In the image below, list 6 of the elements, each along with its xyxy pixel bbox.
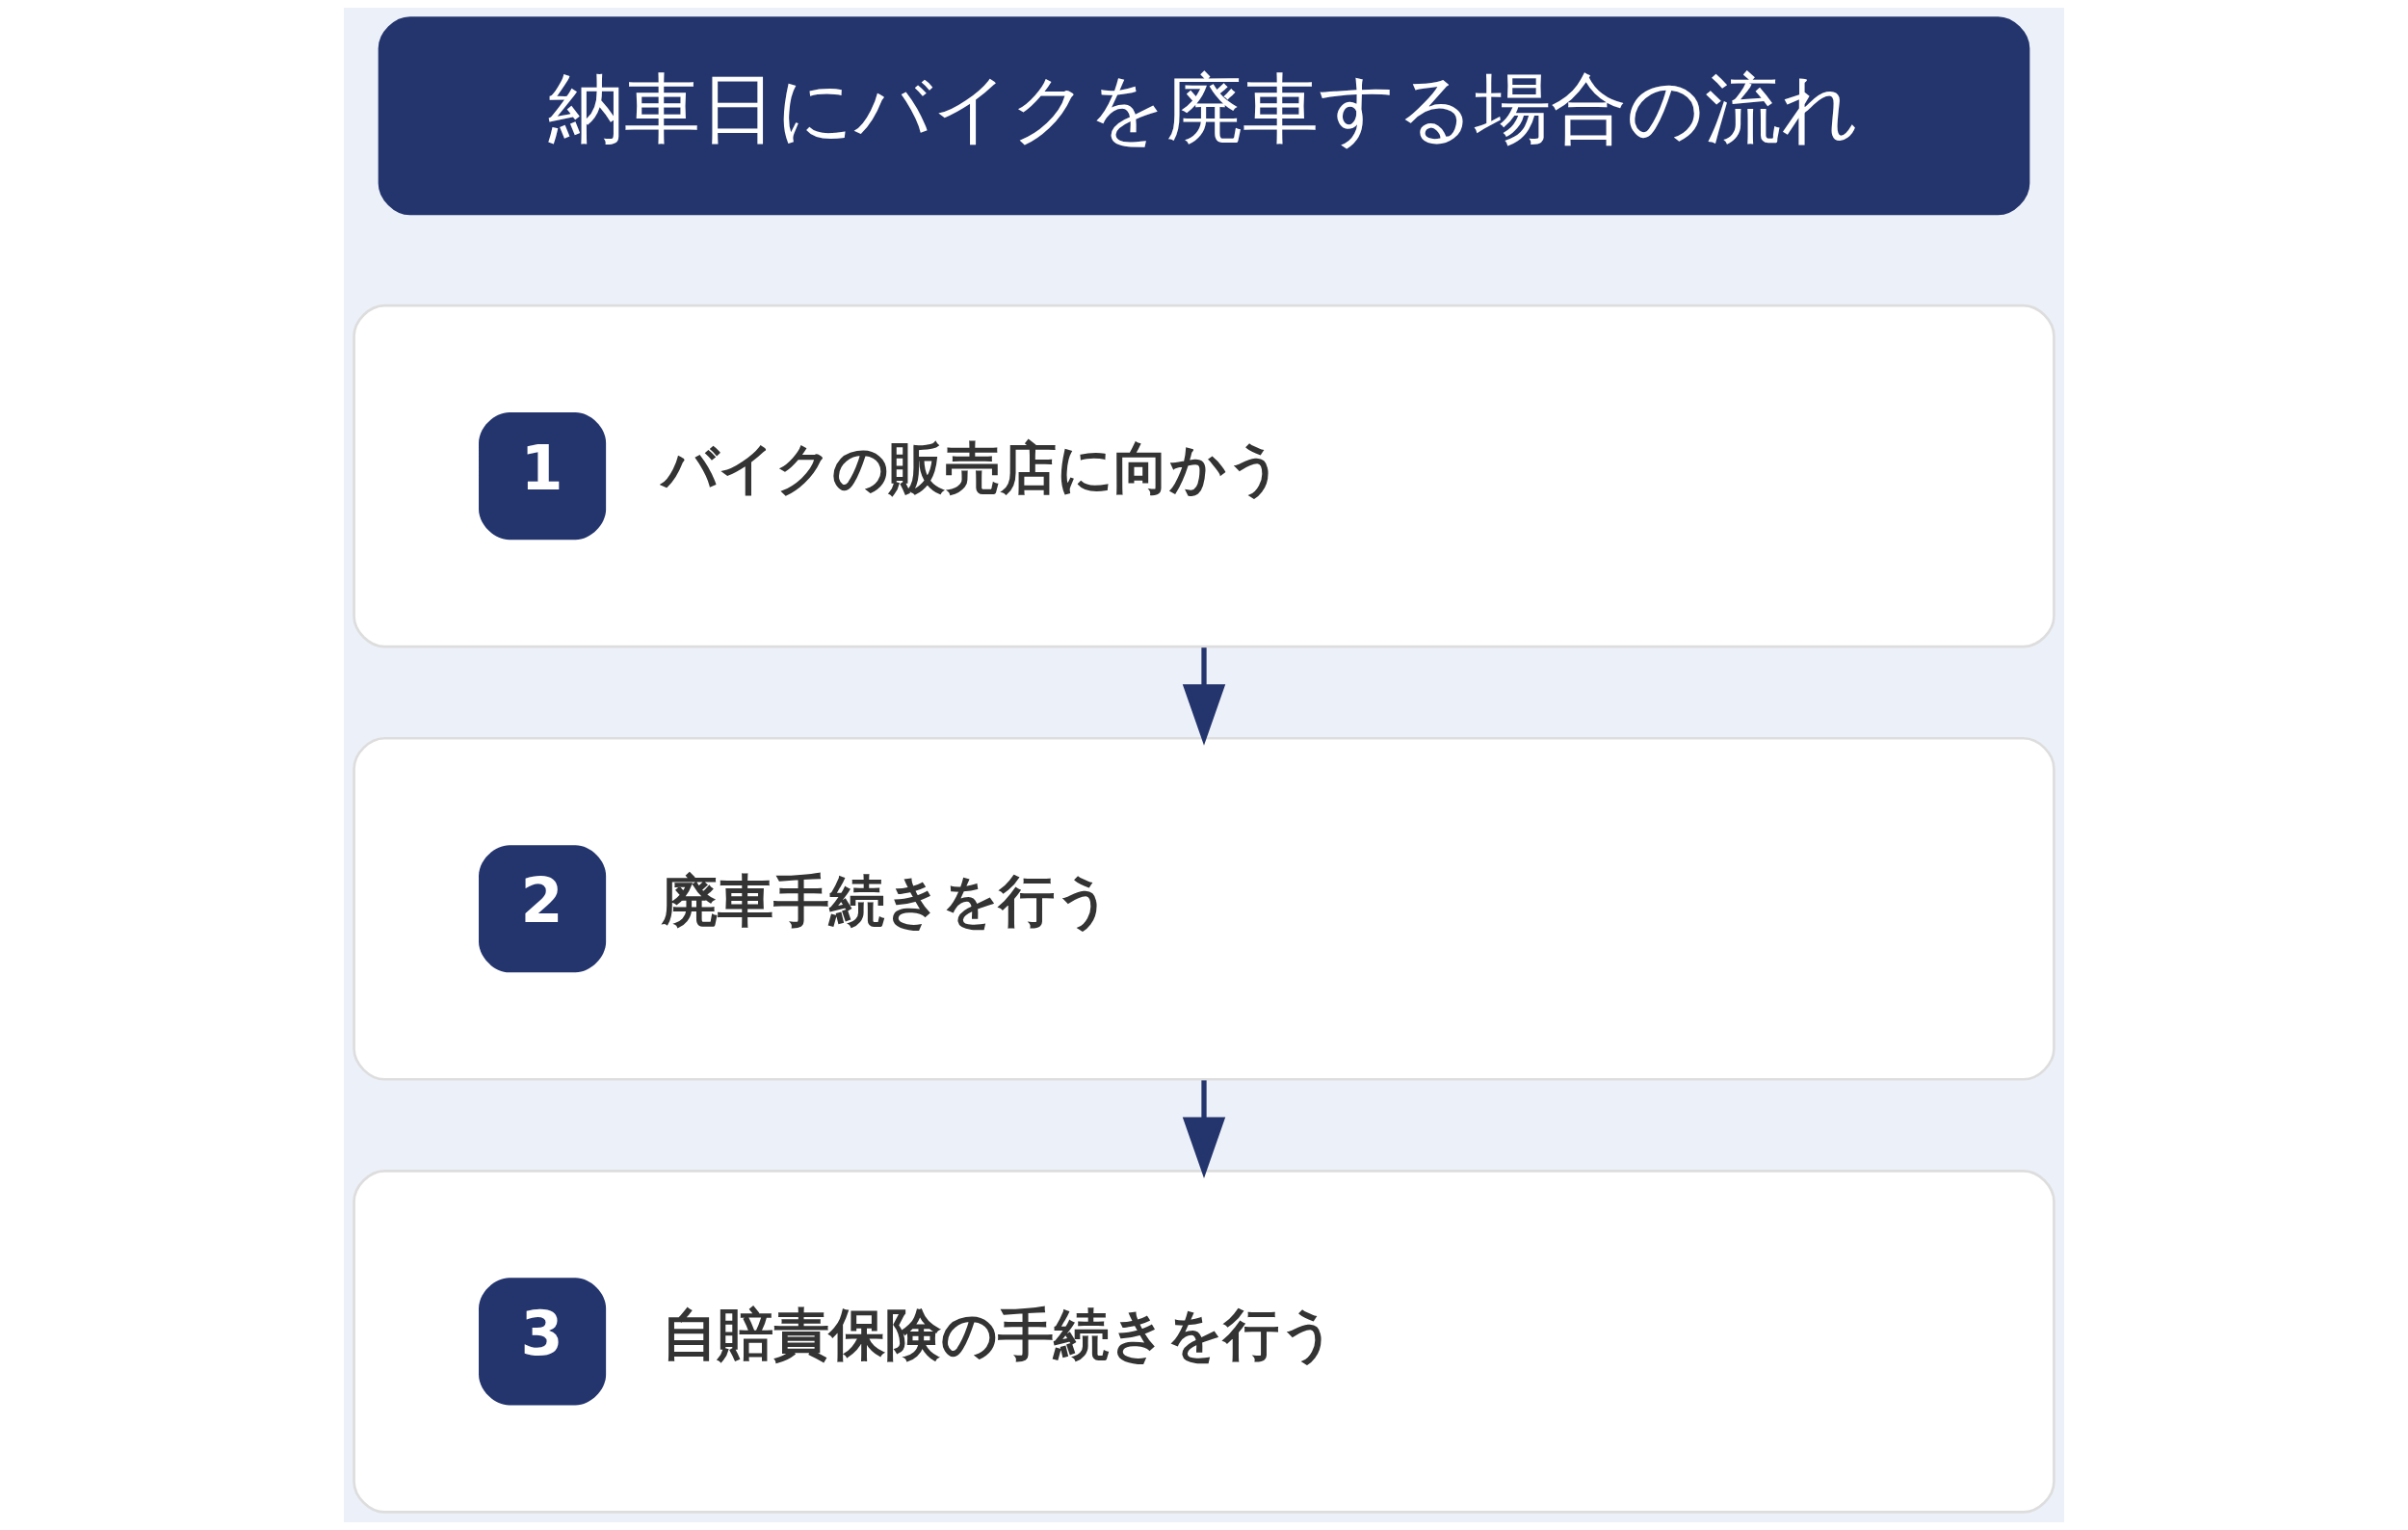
node-box: 3 自賠責保険の手続きを行う	[353, 1170, 2055, 1514]
arrow	[1182, 1080, 1226, 1178]
node-box: 2 廃車手続きを行う	[353, 736, 2055, 1081]
node-box: 1 バイクの販売店に向かう	[353, 303, 2055, 648]
arrow	[1182, 647, 1226, 746]
diagram-title: 納車日にバイクを廃車する場合の流れ	[548, 64, 1860, 154]
